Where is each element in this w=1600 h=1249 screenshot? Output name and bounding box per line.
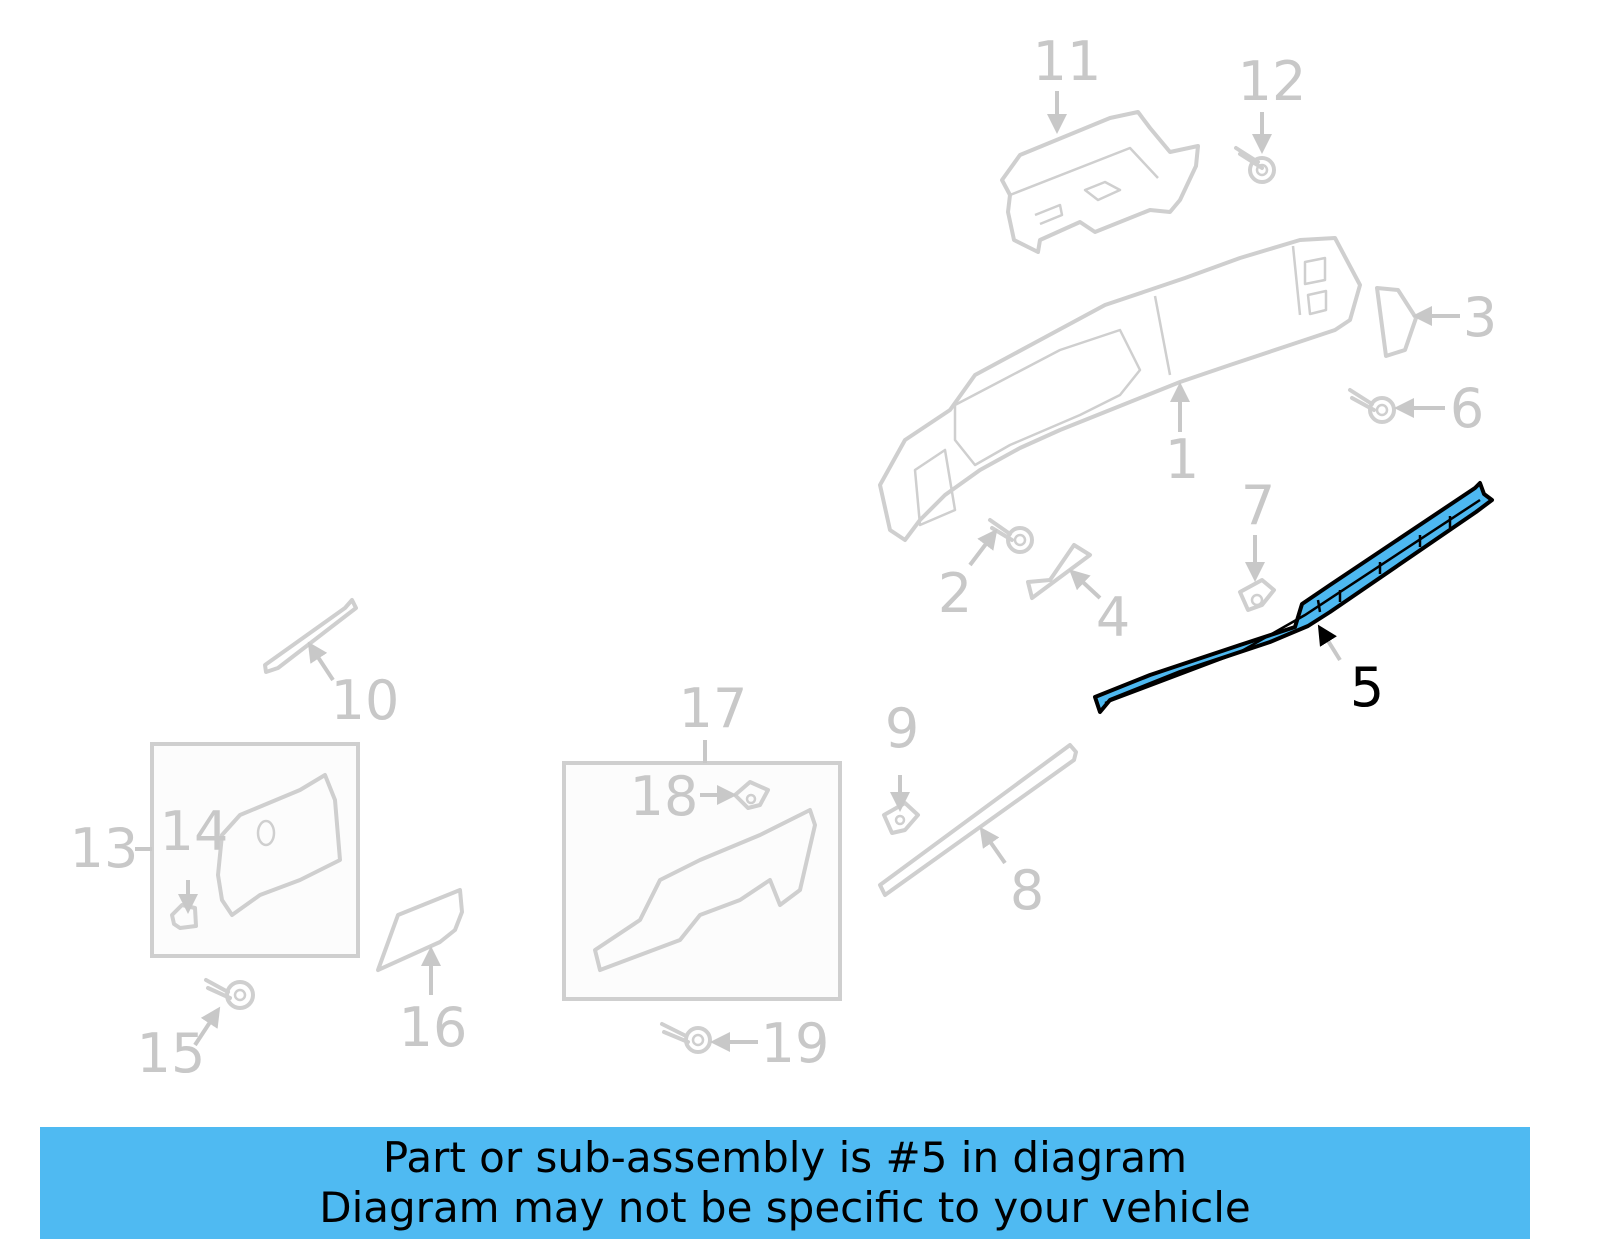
part-15-screw-drawing	[204, 978, 255, 1010]
callout-13: 13	[70, 817, 139, 880]
part-4-clip-drawing	[1026, 543, 1092, 600]
part-6-screw-drawing	[1348, 388, 1396, 424]
part-2-screw-drawing	[988, 518, 1034, 554]
part-7-clip-drawing	[1238, 578, 1276, 612]
callout-5[interactable]: 5	[1350, 656, 1384, 719]
callout-18: 18	[630, 765, 699, 828]
part-10-strip-drawing	[263, 598, 358, 674]
part-13-assembly-box	[150, 742, 360, 958]
callout-2: 2	[938, 562, 972, 625]
info-banner: Part or sub-assembly is #5 in diagram Di…	[40, 1127, 1530, 1239]
part-1-panel-frame-drawing	[878, 236, 1362, 542]
part-3-trim-cap-drawing	[1375, 286, 1418, 358]
part-12-screw-drawing	[1234, 146, 1276, 184]
callout-17: 17	[679, 677, 748, 740]
part-11-bracket-drawing	[1000, 110, 1200, 254]
callout-9: 9	[885, 697, 919, 760]
callout-12: 12	[1238, 50, 1307, 113]
callout-15: 15	[137, 1022, 206, 1085]
callout-10: 10	[331, 669, 400, 732]
callout-3: 3	[1463, 286, 1497, 349]
callout-11: 11	[1033, 30, 1102, 93]
callout-1: 1	[1165, 428, 1199, 491]
banner-line-2: Diagram may not be specific to your vehi…	[319, 1183, 1251, 1232]
part-16-panel-drawing	[376, 888, 464, 972]
callout-8: 8	[1010, 859, 1044, 922]
part-17-assembly-box	[562, 761, 842, 1001]
callout-19: 19	[761, 1012, 830, 1075]
callout-7: 7	[1241, 474, 1275, 537]
callout-4: 4	[1096, 586, 1130, 649]
part-19-screw-drawing	[660, 1022, 712, 1054]
callout-16: 16	[399, 996, 468, 1059]
callout-14: 14	[160, 800, 229, 863]
banner-line-1: Part or sub-assembly is #5 in diagram	[382, 1133, 1188, 1182]
part-8-strip-drawing	[878, 743, 1078, 897]
part-5-trim-strip-highlighted[interactable]	[1093, 481, 1494, 714]
leader-arrows	[135, 91, 1460, 1052]
callout-6: 6	[1450, 377, 1484, 440]
